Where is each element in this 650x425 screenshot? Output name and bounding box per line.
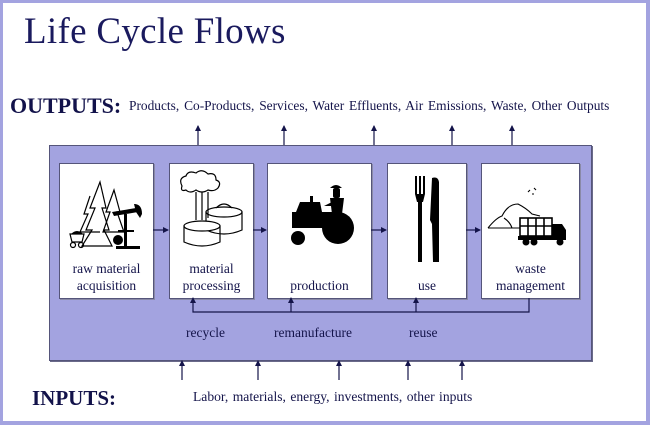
outputs-label: OUTPUTS:	[10, 93, 122, 118]
stage-label-line2: management	[496, 277, 565, 293]
stage-production: production	[267, 163, 372, 299]
frame-border-right	[646, 0, 650, 425]
stage-label-line2: use	[418, 277, 436, 293]
frame-border-left	[0, 0, 3, 425]
stage-label-line1: waste	[515, 261, 546, 276]
stage-raw-material-acquisition: raw material acquisition	[59, 163, 154, 299]
factory-tanks-icon	[170, 168, 253, 264]
stage-label: material processing	[170, 261, 253, 294]
inputs-label: INPUTS:	[32, 386, 117, 410]
reuse-label: reuse	[409, 325, 438, 340]
stage-material-processing: material processing	[169, 163, 254, 299]
stage-waste-management: waste management	[481, 163, 580, 299]
stage-label: use	[388, 278, 466, 295]
stage-label: production	[268, 278, 371, 295]
stage-label: waste management	[482, 261, 579, 294]
stage-label: raw material acquisition	[60, 261, 153, 294]
stage-label-line1: material	[189, 261, 234, 276]
stage-label-line2: production	[290, 277, 349, 293]
inputs-list: Labor, materials, energy, investments, o…	[193, 389, 473, 404]
trees-oil-pump-icon	[60, 168, 153, 264]
frame-border-bottom	[0, 421, 650, 425]
feedback-loop-line	[190, 297, 530, 313]
tractor-icon	[268, 168, 371, 264]
stage-label-line1: raw material	[72, 261, 141, 276]
stage-label-line2: acquisition	[76, 277, 137, 293]
page-title: Life Cycle Flows	[24, 11, 286, 52]
frame-border-top	[0, 0, 650, 3]
outputs-list: Products, Co-Products, Services, Water E…	[129, 98, 610, 113]
landfill-truck-icon	[482, 168, 579, 264]
recycle-label: recycle	[186, 325, 225, 340]
fork-knife-icon	[388, 168, 466, 264]
stage-use: use	[387, 163, 467, 299]
remanufacture-label: remanufacture	[274, 325, 352, 340]
stage-label-line2: processing	[182, 277, 241, 293]
